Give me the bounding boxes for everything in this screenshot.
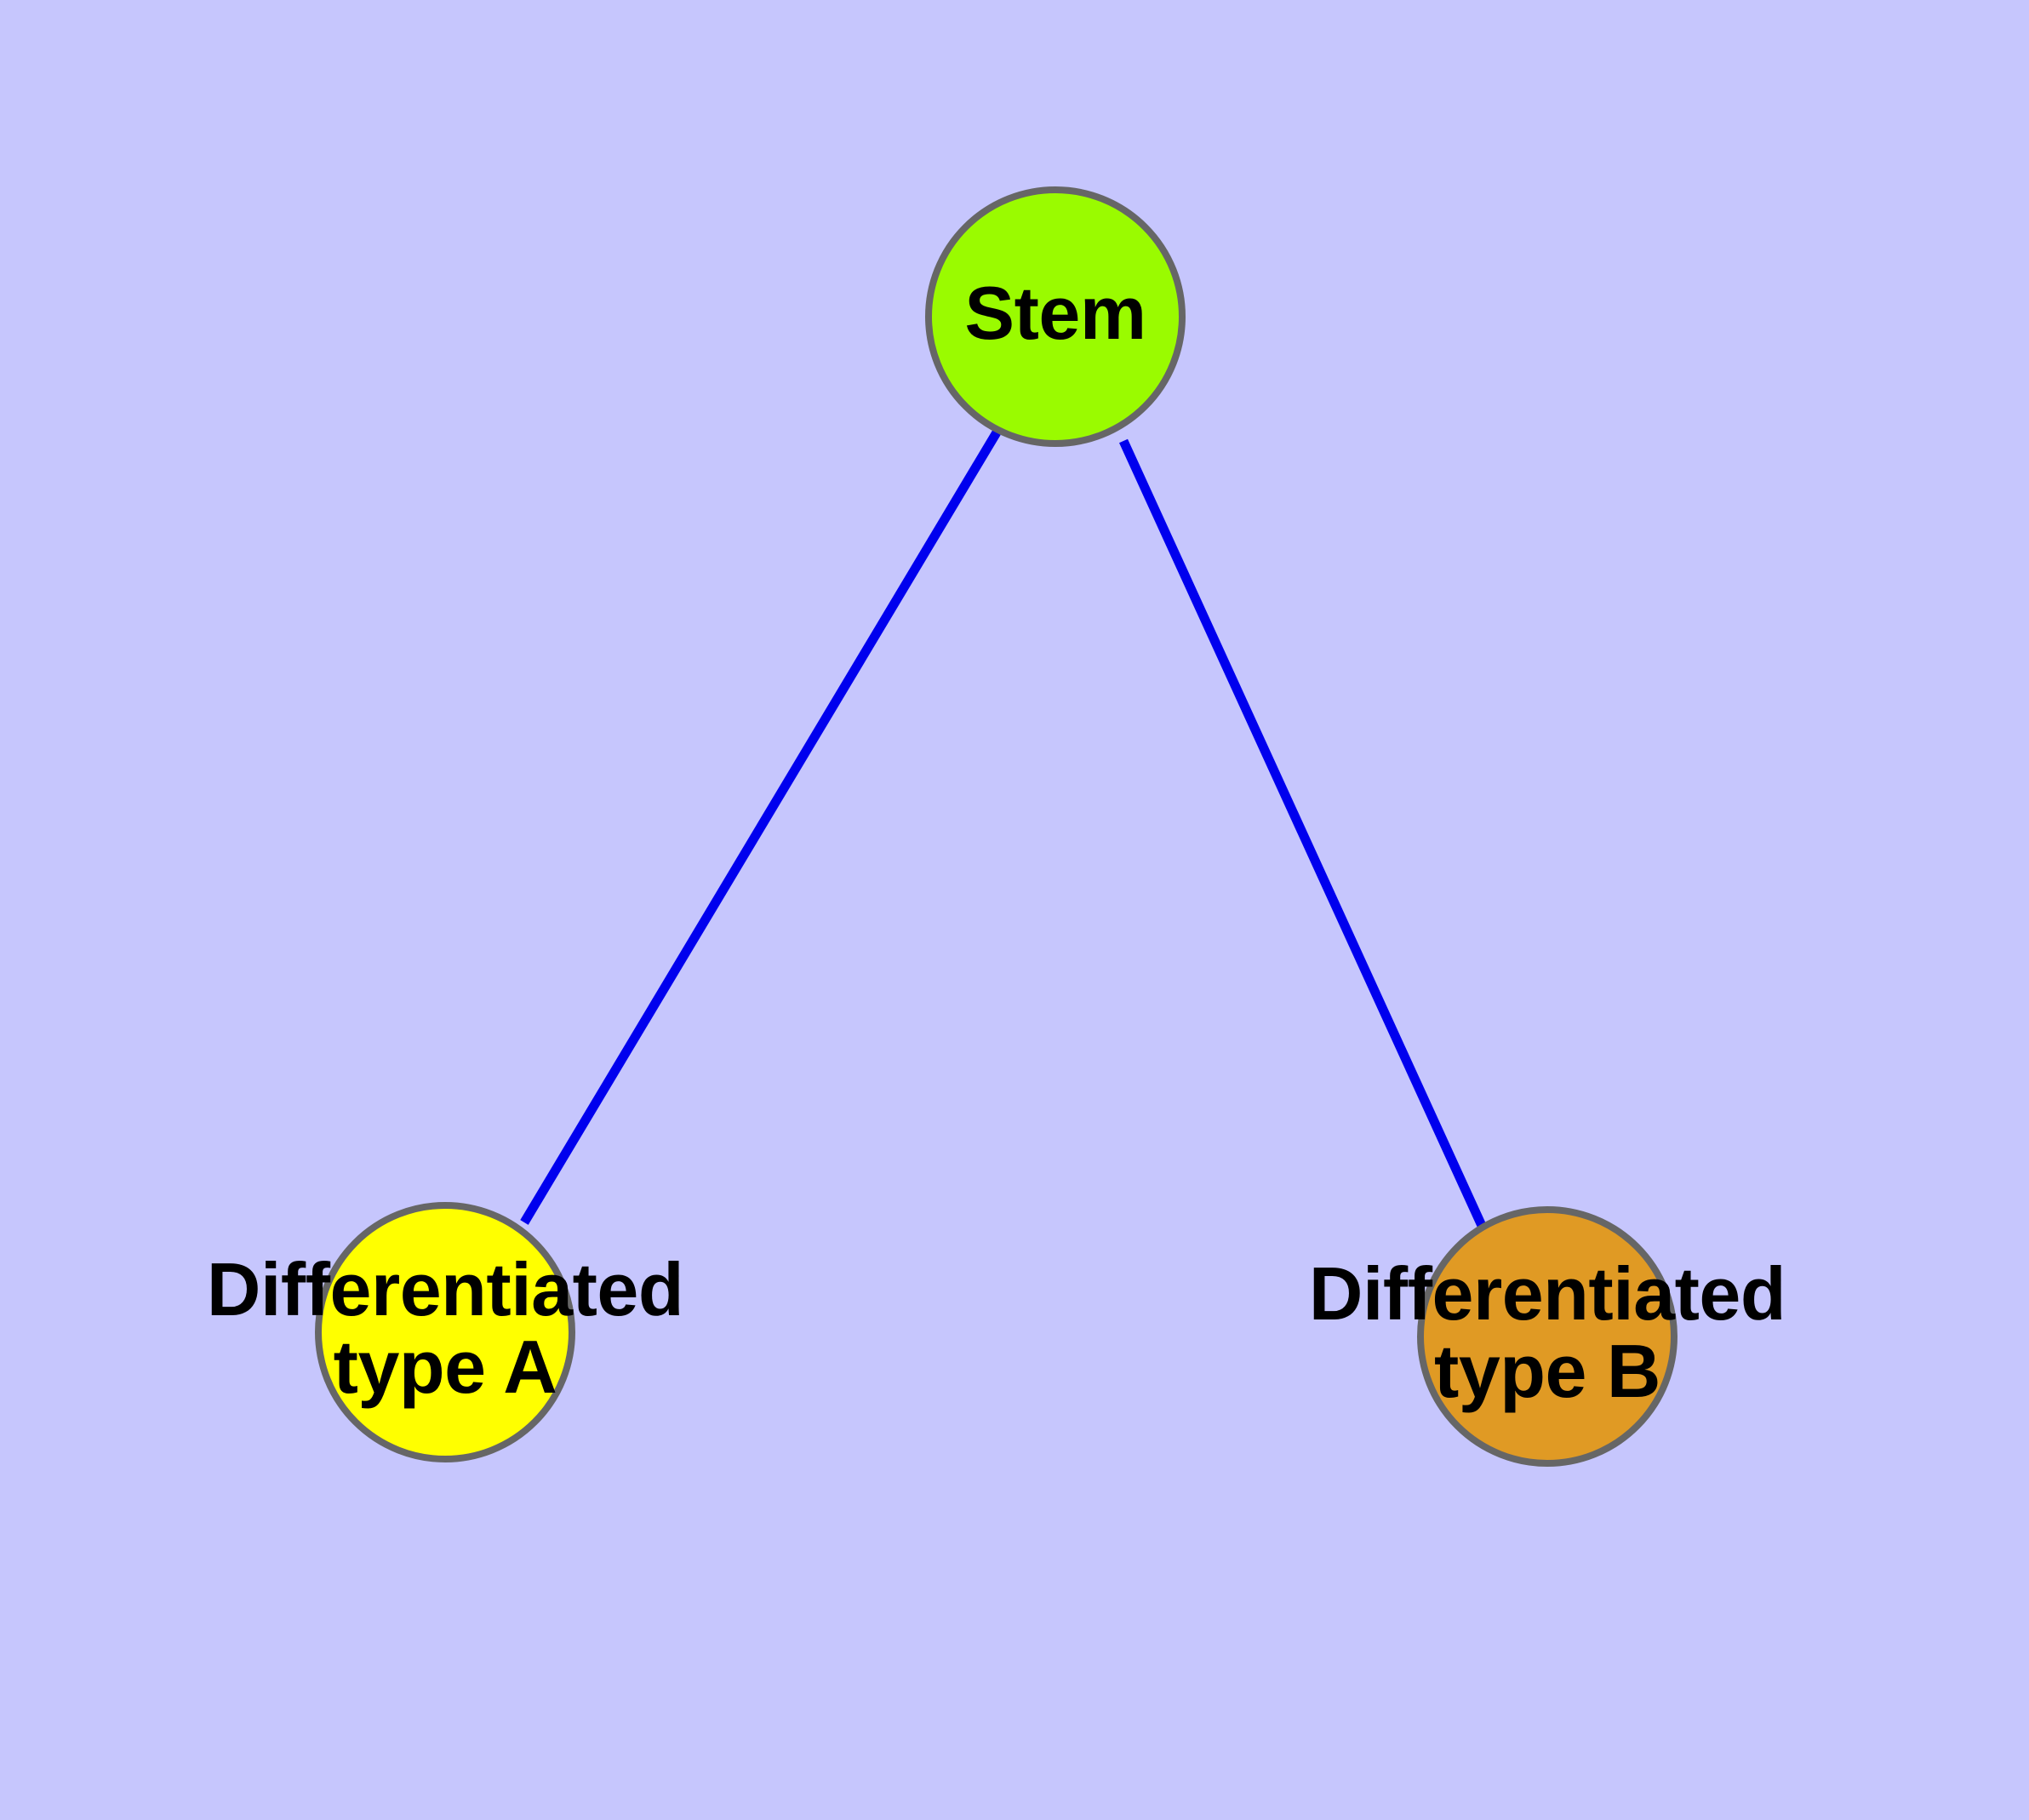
graph-edge-stem-to-b [1118, 438, 1488, 1230]
graph-node-diff_b[interactable] [1417, 1206, 1677, 1467]
graph-edge-stem-to-a [520, 430, 1001, 1225]
graph-node-label-diff_a: Differentiated type A [206, 1247, 684, 1409]
graph-node-stem[interactable] [925, 186, 1186, 447]
graph-node-diff_a[interactable] [315, 1202, 575, 1462]
edges-group [520, 430, 1488, 1230]
graph-node-label-stem: Stem [964, 270, 1146, 355]
graph-node-label-diff_b: Differentiated type B [1308, 1251, 1786, 1413]
